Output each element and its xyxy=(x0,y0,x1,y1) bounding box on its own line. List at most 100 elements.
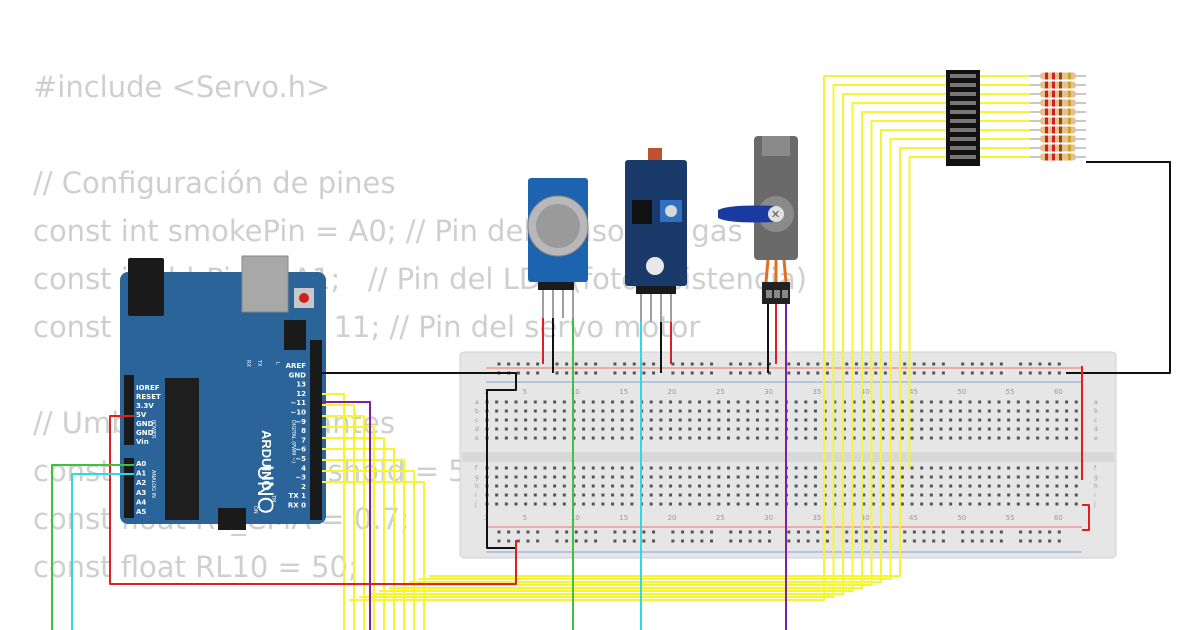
arduino-uno[interactable]: ARDUINO UNO TM ON L TX RX POWER ANALOG I… xyxy=(120,255,326,530)
column-number: 55 xyxy=(1006,514,1015,522)
wire xyxy=(842,93,946,470)
column-number: 60 xyxy=(1054,514,1063,522)
power-pin-label: 3.3V xyxy=(136,402,154,410)
wire xyxy=(870,120,946,470)
servo-screw-icon: ✕ xyxy=(771,209,780,221)
wire xyxy=(322,437,385,630)
rx-led-label: RX xyxy=(245,360,251,367)
analog-pin-label: A4 xyxy=(136,498,146,506)
column-number: 15 xyxy=(619,388,628,396)
power-jack xyxy=(128,258,164,316)
resistor xyxy=(1040,135,1076,143)
wire xyxy=(399,470,873,586)
resistor xyxy=(1040,126,1076,134)
wire xyxy=(861,111,946,470)
wire xyxy=(322,393,345,630)
wire xyxy=(322,481,425,630)
row-letter: c xyxy=(475,417,478,424)
digital-pin-label: ~6 xyxy=(295,446,306,454)
trademark: TM xyxy=(270,494,276,502)
digital-pin-label: 7 xyxy=(301,436,306,444)
photoresistor xyxy=(648,148,662,160)
wire xyxy=(889,138,946,470)
tx-led-label: TX xyxy=(256,359,262,367)
power-header xyxy=(124,375,134,445)
column-number: 35 xyxy=(812,514,821,522)
row-letter: d xyxy=(475,426,479,433)
wire xyxy=(359,470,835,598)
wire xyxy=(322,448,395,630)
wire xyxy=(832,84,946,470)
column-number: 50 xyxy=(957,388,966,396)
ldr-module[interactable] xyxy=(625,148,687,322)
analog-pin-label: A2 xyxy=(136,479,146,487)
column-number: 10 xyxy=(571,388,580,396)
wires xyxy=(51,75,1171,630)
digital-pin-label: 13 xyxy=(296,381,306,389)
wire xyxy=(899,147,946,470)
column-number: 40 xyxy=(861,514,870,522)
gas-sensor-module[interactable] xyxy=(527,178,589,318)
wire xyxy=(322,415,365,630)
code-line: const int smokePin = A0; // Pin del sens… xyxy=(33,214,743,248)
analog-label: ANALOG IN xyxy=(150,470,156,498)
wire xyxy=(389,470,863,589)
wire xyxy=(71,473,134,630)
arduino-model: UNO xyxy=(253,465,278,514)
column-number: 20 xyxy=(668,388,677,396)
resistor xyxy=(1040,153,1076,161)
servo-horn[interactable] xyxy=(718,205,776,223)
resistor xyxy=(1040,108,1076,116)
column-number: 40 xyxy=(861,388,870,396)
resistor xyxy=(1040,117,1076,125)
analog-pin-label: A1 xyxy=(136,470,146,478)
column-number: 60 xyxy=(1054,388,1063,396)
column-number: 20 xyxy=(668,514,677,522)
resistor xyxy=(1040,144,1076,152)
icsp-header xyxy=(218,508,246,530)
column-number: 35 xyxy=(812,388,821,396)
row-letter: i xyxy=(1094,492,1096,499)
wire xyxy=(880,129,946,470)
wire xyxy=(1082,504,1090,531)
digital-header xyxy=(310,340,322,520)
wire xyxy=(379,470,854,592)
wire xyxy=(322,470,415,630)
wire xyxy=(369,470,844,595)
row-letter: a xyxy=(475,399,479,406)
digital-pin-label: AREF xyxy=(286,362,307,370)
power-pin-label: IOREF xyxy=(136,384,160,392)
power-pin-label: GND xyxy=(136,429,154,437)
pin-header-block[interactable] xyxy=(946,70,980,166)
wire xyxy=(823,75,946,470)
power-pin-label: GND xyxy=(136,420,154,428)
row-letter: j xyxy=(1093,501,1096,508)
row-letter: f xyxy=(1094,465,1097,472)
resistor xyxy=(1040,99,1076,107)
row-letter: b xyxy=(1094,408,1098,415)
wire xyxy=(322,401,371,630)
digital-pin-label: 4 xyxy=(301,464,306,472)
row-letter: g xyxy=(475,474,479,481)
wire xyxy=(1066,161,1171,374)
on-led-label: ON xyxy=(252,506,258,514)
digital-pin-label: 8 xyxy=(301,427,306,435)
analog-pin-label: A3 xyxy=(136,489,146,497)
column-number: 55 xyxy=(1006,388,1015,396)
digital-pin-label: ~10 xyxy=(290,409,306,417)
row-letter: i xyxy=(475,492,477,499)
resistor-array[interactable] xyxy=(1030,72,1086,161)
digital-pin-label: TX 1 xyxy=(289,492,307,500)
wire xyxy=(51,464,134,630)
digital-pin-label: 12 xyxy=(296,390,306,398)
servo-motor[interactable]: ✕ xyxy=(718,136,798,304)
power-pin-label: Vin xyxy=(136,438,149,446)
power-label: POWER xyxy=(150,420,156,439)
column-number: 50 xyxy=(957,514,966,522)
wire xyxy=(109,415,517,585)
analog-header xyxy=(124,458,134,518)
